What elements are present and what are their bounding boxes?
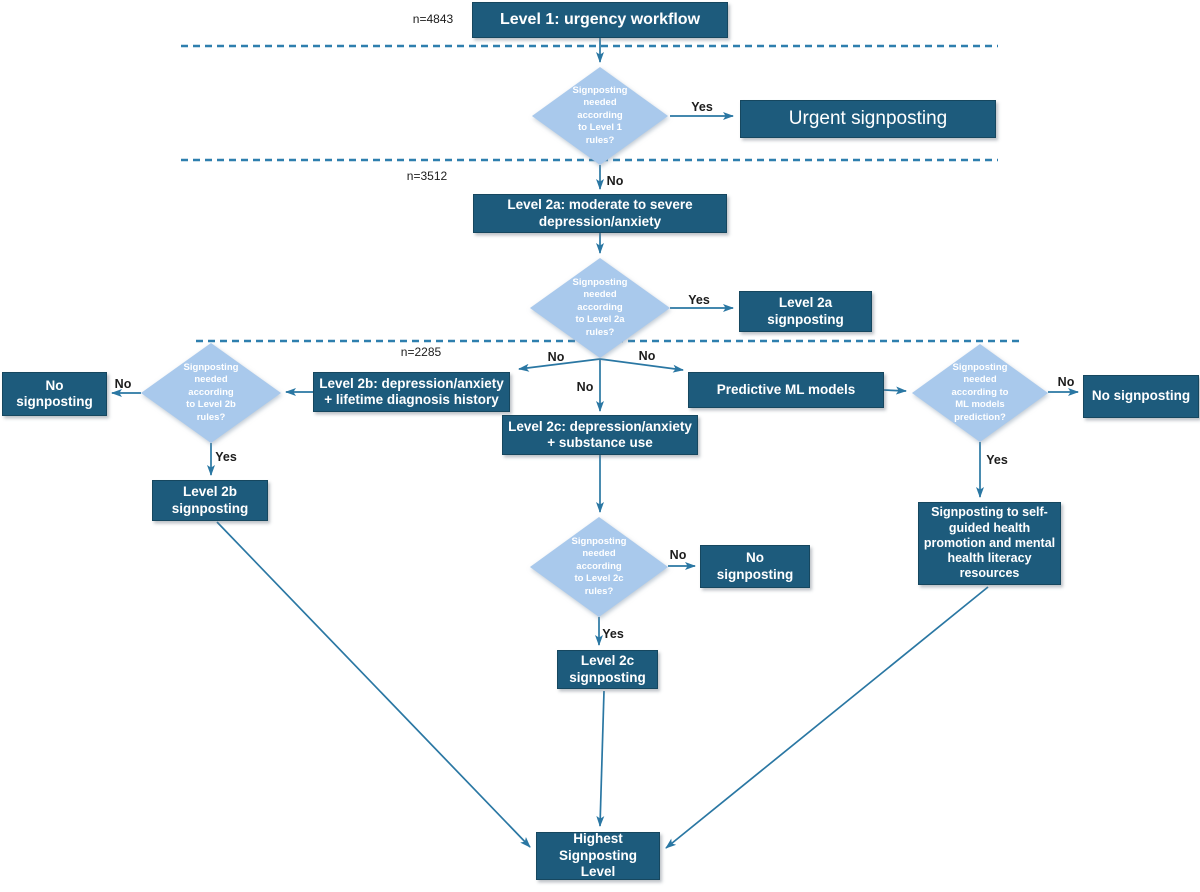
node-level1-workflow: Level 1: urgency workflow: [472, 2, 728, 38]
node-label: Highest Signposting Level: [559, 831, 637, 880]
node-level2b-signposting: Level 2b signposting: [152, 480, 268, 521]
node-level2b-workflow: Level 2b: depression/anxiety + lifetime …: [313, 372, 510, 412]
edge-label-no-to-level2c: No: [576, 380, 594, 394]
edge-label-no-level2b: No: [114, 377, 132, 391]
node-label: Level 2a: moderate to severe depression/…: [507, 197, 693, 229]
edge-label-no-level2c: No: [669, 548, 687, 562]
count-label-level2b: n=2285: [400, 345, 442, 359]
decision-level1-rules: Signposting needed according to Level 1 …: [532, 67, 668, 165]
node-urgent-signposting: Urgent signposting: [740, 100, 996, 138]
edge-level2c-sign-to-highest: [596, 690, 605, 827]
node-label: Urgent signposting: [788, 108, 948, 130]
node-label: Level 2b signposting: [171, 484, 249, 516]
node-label: Level 2c signposting: [569, 653, 646, 685]
edge-label-yes-ml: Yes: [986, 453, 1008, 467]
node-label: Level 2c: depression/anxiety + substance…: [508, 418, 692, 450]
edge-label-yes-level2c: Yes: [602, 627, 624, 641]
edge-label-yes-level2a: Yes: [688, 293, 710, 307]
decision-label: Signposting needed according to Level 1 …: [572, 84, 628, 146]
node-label: Predictive ML models: [716, 381, 856, 397]
node-predictive-ml-models: Predictive ML models: [688, 372, 884, 408]
decision-label: Signposting needed according to ML model…: [951, 361, 1009, 423]
node-label: No signposting: [716, 550, 794, 582]
count-label-level2a: n=3512: [406, 169, 448, 183]
node-no-signposting-ml: No signposting: [1083, 375, 1199, 418]
edge-label-no-level1: No: [606, 174, 624, 188]
decision-label: Signposting needed according to Level 2b…: [183, 361, 239, 423]
edge-decision2a-no-ml: [599, 358, 684, 373]
node-label: Level 1: urgency workflow: [499, 11, 701, 29]
node-no-signposting-level2c: No signposting: [700, 545, 810, 588]
edge-decision2a-no-level2b: [518, 358, 601, 372]
decision-level2c-rules: Signposting needed according to Level 2c…: [530, 517, 668, 617]
node-label: Signposting to self- guided health promo…: [923, 505, 1056, 581]
decision-ml-prediction: Signposting needed according to ML model…: [912, 344, 1048, 442]
edge-label-no-to-ml: No: [638, 349, 656, 363]
edge-resources-to-highest: [665, 586, 989, 849]
decision-label: Signposting needed according to Level 2c…: [571, 535, 627, 597]
edge-label-no-ml: No: [1057, 375, 1075, 389]
decision-level2a-rules: Signposting needed according to Level 2a…: [530, 258, 670, 358]
node-no-signposting-level2b: No signposting: [2, 372, 107, 416]
edge-label-yes-level1: Yes: [691, 100, 713, 114]
decision-level2b-rules: Signposting needed according to Level 2b…: [141, 343, 281, 443]
node-level2a-signposting: Level 2a signposting: [739, 291, 872, 332]
node-highest-signposting-level: Highest Signposting Level: [536, 831, 660, 880]
node-label: No signposting: [16, 377, 93, 409]
edge-label-yes-level2b: Yes: [215, 450, 237, 464]
node-label: Level 2a signposting: [767, 295, 844, 327]
edge-level2b-sign-to-highest: [216, 521, 531, 848]
node-selfguided-resources-signposting: Signposting to self- guided health promo…: [918, 502, 1061, 585]
edge-label-no-to-level2b: No: [547, 350, 565, 364]
decision-label: Signposting needed according to Level 2a…: [572, 276, 628, 338]
node-label: Level 2b: depression/anxiety + lifetime …: [319, 375, 504, 407]
edge-ml-to-decisionml: [883, 386, 907, 395]
node-level2c-workflow: Level 2c: depression/anxiety + substance…: [502, 415, 698, 455]
count-label-level1: n=4843: [412, 12, 454, 26]
node-level2c-signposting: Level 2c signposting: [557, 650, 658, 689]
node-level2a-workflow: Level 2a: moderate to severe depression/…: [473, 194, 727, 233]
node-label: No signposting: [1091, 388, 1191, 404]
